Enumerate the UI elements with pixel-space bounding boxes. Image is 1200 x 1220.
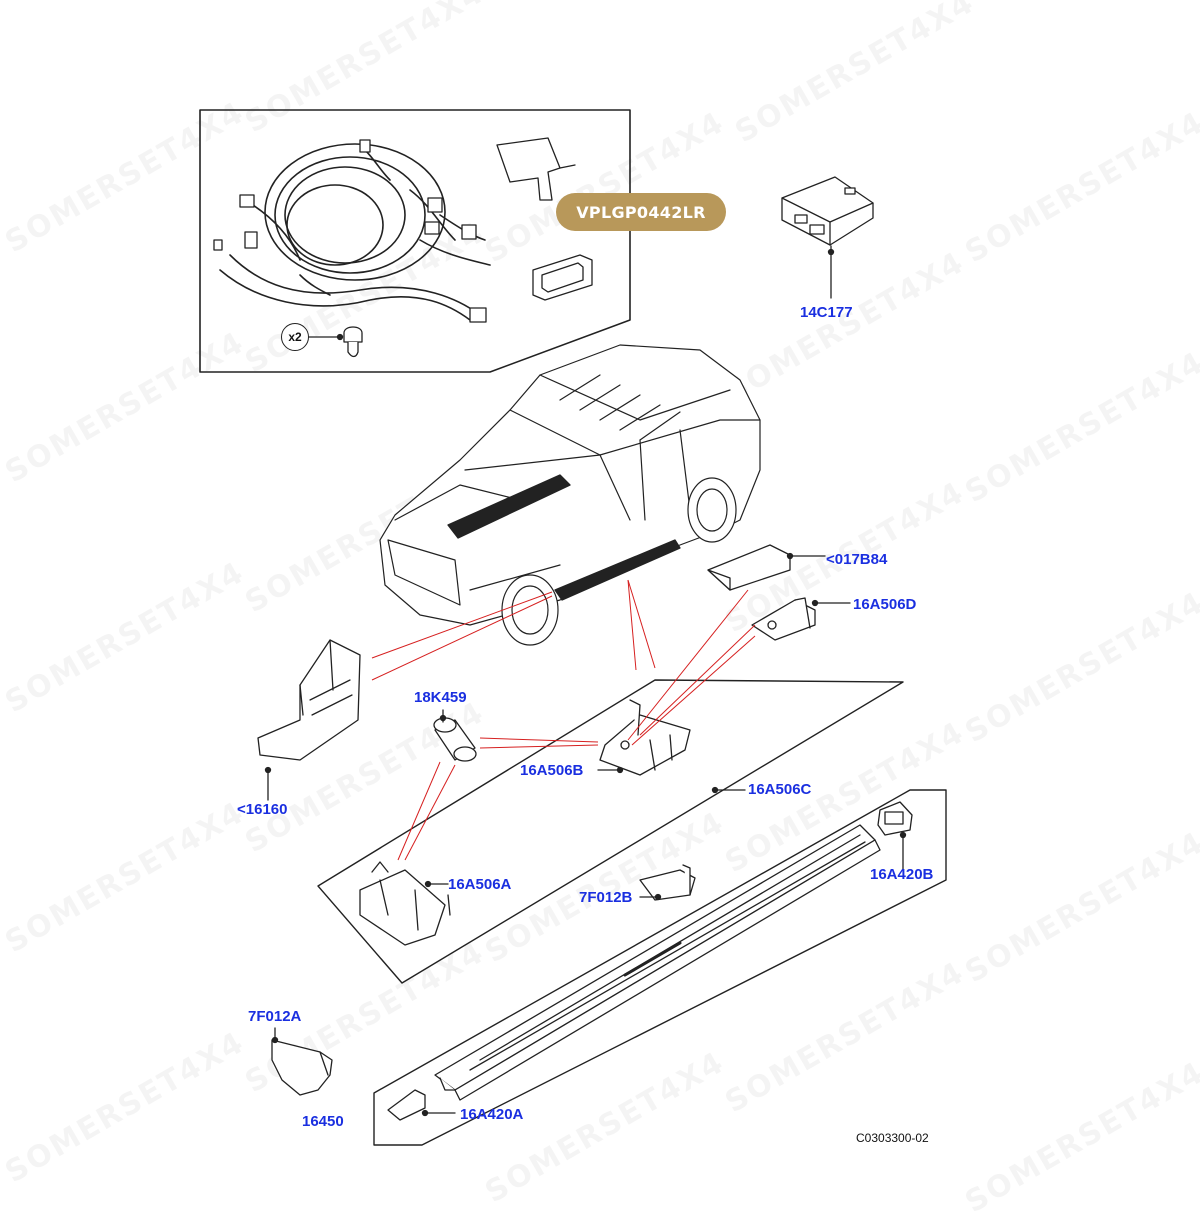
vehicle-running-board-near	[554, 539, 681, 601]
bracket-16A506B	[599, 699, 691, 776]
bracket-7F012B	[639, 864, 696, 901]
switch-bezel	[532, 254, 593, 301]
harness-connectors	[213, 139, 487, 323]
push-clip	[343, 326, 363, 358]
red-leader-lines	[371, 579, 756, 861]
running-board	[434, 824, 881, 1101]
part-label-16A506C[interactable]: 16A506C	[748, 781, 812, 798]
part-label-017B84[interactable]: <017B84	[826, 551, 888, 568]
kit-box-frame	[199, 109, 631, 373]
vehicle-outline	[379, 344, 761, 646]
part-label-16A506B[interactable]: 16A506B	[520, 762, 584, 779]
end-cap-16A420B	[877, 801, 913, 836]
part-label-16A506D[interactable]: 16A506D	[853, 596, 917, 613]
vehicle-running-board-far	[447, 474, 571, 539]
cover-7F012A	[271, 1039, 333, 1096]
bracket-16160	[257, 639, 361, 761]
part-label-16450[interactable]: 16450	[302, 1113, 344, 1130]
part-label-14C177[interactable]: 14C177	[800, 304, 853, 321]
running-board-box	[373, 789, 947, 1146]
part-label-16A420A[interactable]: 16A420A	[460, 1106, 524, 1123]
part-label-7F012A[interactable]: 7F012A	[248, 1008, 302, 1025]
part-label-18K459[interactable]: 18K459	[414, 689, 467, 706]
diagram-reference-code: C0303300-02	[856, 1131, 929, 1145]
bracket-16A506D	[751, 597, 816, 641]
bracket-kit-box	[317, 679, 904, 984]
quantity-badge: x2	[281, 323, 309, 351]
kit-code-badge[interactable]: VPLGP0442LR	[556, 193, 726, 231]
control-module	[781, 176, 874, 246]
wiring-harness	[219, 143, 491, 321]
end-cap-16A420A	[387, 1089, 426, 1121]
bracket-16A506A	[359, 861, 451, 946]
part-label-16A420B[interactable]: 16A420B	[870, 866, 934, 883]
cover-017B84	[707, 544, 791, 591]
part-label-16160[interactable]: <16160	[237, 801, 288, 818]
part-label-7F012B[interactable]: 7F012B	[579, 889, 633, 906]
bush-18K459	[433, 717, 477, 762]
part-label-16A506A[interactable]: 16A506A	[448, 876, 512, 893]
drill-template	[496, 137, 561, 201]
